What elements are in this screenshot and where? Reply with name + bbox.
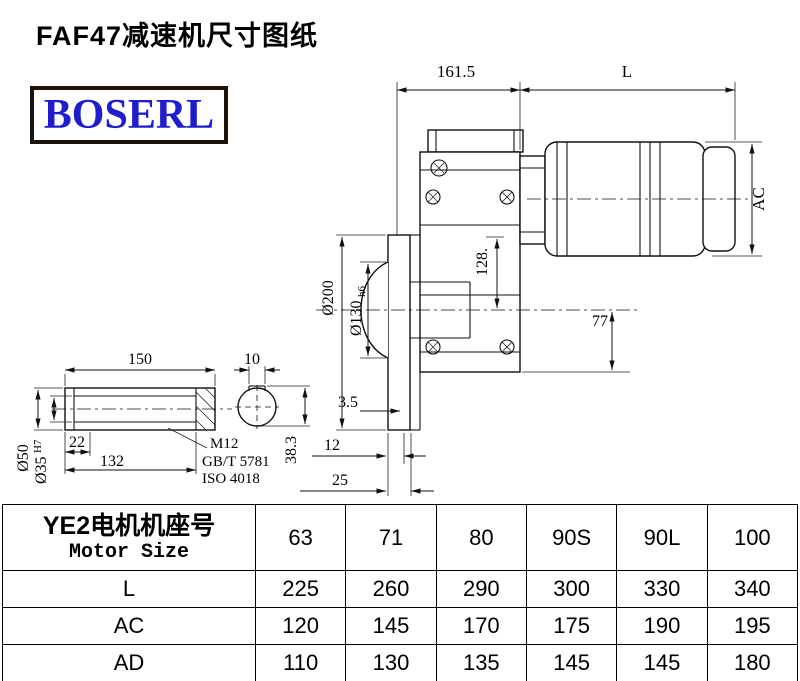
cell-AC-3: 175 <box>525 607 618 645</box>
header-label-cn: YE2电机机座号 <box>42 511 216 540</box>
dia-35-tol-label: H7 <box>32 439 44 453</box>
size-col-0: 63 <box>254 504 347 571</box>
dia-130-label: Ø130 <box>348 300 365 336</box>
cell-L-4: 330 <box>616 570 708 608</box>
dia-50-label: Ø50 <box>15 444 32 472</box>
table-header-row: YE2电机机座号 Motor Size 63 71 80 90S 90L 100 <box>2 504 799 571</box>
dim-128: 128. <box>474 236 504 308</box>
dim-ac: AC <box>705 141 768 257</box>
dim-77-label: 77 <box>592 313 608 330</box>
motor-adapter <box>519 155 546 245</box>
cell-L-0: 225 <box>254 570 347 608</box>
dim-flange-dia: Ø200 <box>320 234 386 431</box>
bolt-symbols <box>425 189 515 355</box>
motor-size-table: YE2电机机座号 Motor Size 63 71 80 90S 90L 100… <box>2 504 799 681</box>
table-row-L: L 225 260 290 300 330 340 <box>2 570 799 608</box>
dims-bottom: 3.5 12 25 <box>300 394 434 496</box>
dim-10-label: 10 <box>244 351 260 368</box>
header-label-en: Motor Size <box>68 540 190 564</box>
cell-L-3: 300 <box>525 570 618 608</box>
row-label-AC: AC <box>2 607 256 645</box>
cell-AC-1: 145 <box>345 607 437 645</box>
cell-AC-0: 120 <box>254 607 347 645</box>
cell-AD-2: 135 <box>435 644 527 681</box>
dia-35-label: Ø35 <box>33 456 50 484</box>
dim-161-5-label: 161.5 <box>437 62 475 81</box>
dim-3-5-label: 3.5 <box>338 394 358 411</box>
callout-gbt5781: GB/T 5781 <box>202 454 270 470</box>
size-col-3: 90S <box>525 504 618 571</box>
dim-25-label: 25 <box>332 472 348 489</box>
logo-text: BOSERL <box>43 92 215 138</box>
table-row-AD: AD 110 130 135 145 145 180 <box>2 644 799 681</box>
motor-size-header-cell: YE2电机机座号 Motor Size <box>2 504 256 571</box>
cell-AC-4: 190 <box>616 607 708 645</box>
cell-L-1: 260 <box>345 570 437 608</box>
dim-128-label: 128. <box>474 248 491 276</box>
dim-22-label: 22 <box>69 434 85 451</box>
dim-150-label: 150 <box>128 351 152 368</box>
page-title: FAF47减速机尺寸图纸 <box>36 21 319 51</box>
dia-130-tol-label: h6 <box>356 286 368 298</box>
size-col-1: 71 <box>345 504 437 571</box>
row-label-L: L <box>2 570 256 608</box>
dim-top-width: 161.5 L <box>396 62 736 236</box>
cell-AD-3: 145 <box>525 644 618 681</box>
dim-spigot-dia: Ø130 h6 <box>348 261 386 359</box>
size-col-4: 90L <box>616 504 708 571</box>
dim-L-label: L <box>622 62 632 81</box>
cell-AC-5: 195 <box>706 607 799 645</box>
boserl-logo: BOSERL <box>30 86 228 144</box>
dim-ac-label: AC <box>749 187 768 211</box>
cell-L-5: 340 <box>706 570 799 608</box>
cell-AD-1: 130 <box>345 644 437 681</box>
dim-77: 77 <box>522 312 630 373</box>
dim-38-3-label: 38.3 <box>283 436 300 464</box>
table-row-AC: AC 120 145 170 175 190 195 <box>2 607 799 645</box>
dim-12-label: 12 <box>324 437 340 454</box>
callout-iso4018: ISO 4018 <box>202 471 260 487</box>
row-label-AD: AD <box>2 644 256 681</box>
dimension-drawing: 161.5 L AC Ø200 Ø130 h6 <box>15 62 768 496</box>
keyway-detail: 10 38.3 <box>234 351 310 464</box>
cell-AD-0: 110 <box>254 644 347 681</box>
gearbox-outline <box>388 129 524 373</box>
callout-m12: M12 <box>210 436 238 452</box>
size-col-5: 100 <box>706 504 799 571</box>
dia-200-label: Ø200 <box>320 280 337 316</box>
dim-132-label: 132 <box>100 453 124 470</box>
shaft-detail: 150 22 132 Ø50 Ø <box>15 351 270 487</box>
output-flange <box>360 234 421 431</box>
size-col-2: 80 <box>435 504 527 571</box>
cell-AD-4: 145 <box>616 644 708 681</box>
cell-L-2: 290 <box>435 570 527 608</box>
cell-AD-5: 180 <box>706 644 799 681</box>
cell-AC-2: 170 <box>435 607 527 645</box>
